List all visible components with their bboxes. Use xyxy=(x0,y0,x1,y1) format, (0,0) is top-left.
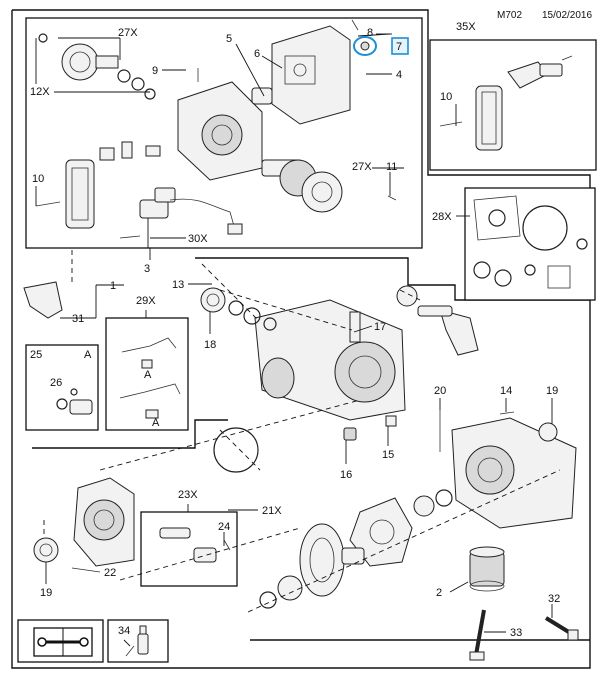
callout-23x: 23X xyxy=(178,489,198,501)
callout-7: 7 xyxy=(396,41,402,53)
bearings-18 xyxy=(200,287,277,331)
callout-21x: 21X xyxy=(262,505,282,517)
callout-9: 9 xyxy=(152,65,158,77)
callout-10-top: 10 xyxy=(32,173,44,185)
group-box-23x xyxy=(140,511,238,587)
flange-12x xyxy=(38,33,156,100)
callout-28x: 28X xyxy=(432,211,452,223)
callout-a-upper: A xyxy=(144,369,152,381)
callout-labels: 27X 8 5 6 9 12X 4 10 27X 11 30X 3 35X 10… xyxy=(30,21,560,639)
callout-6: 6 xyxy=(254,48,260,60)
callout-25: 25 xyxy=(30,349,42,361)
cover-10-left xyxy=(65,141,161,229)
callout-30x: 30X xyxy=(188,233,208,245)
bracket-31 xyxy=(23,281,63,319)
leader-lines xyxy=(35,33,553,647)
right-housing-14-19 xyxy=(439,410,577,529)
sensor-26 xyxy=(56,388,93,415)
valve-23x xyxy=(159,527,231,563)
left-cover-frame xyxy=(32,419,228,449)
callout-18: 18 xyxy=(204,339,216,351)
diagram-code: M702 xyxy=(497,10,522,21)
callout-35x: 35X xyxy=(456,21,476,33)
callout-27x-mid: 27X xyxy=(352,161,372,173)
callout-20: 20 xyxy=(434,385,446,397)
callout-14: 14 xyxy=(500,385,512,397)
group-box-35x xyxy=(429,39,597,171)
callout-26: 26 xyxy=(50,377,62,389)
callout-34: 34 xyxy=(118,625,130,637)
plug-15 xyxy=(385,415,397,427)
gasket-set-28x xyxy=(473,195,588,289)
callout-24: 24 xyxy=(218,521,230,533)
callout-16: 16 xyxy=(340,469,352,481)
group-box-25 xyxy=(25,344,99,431)
highlight-callout-box xyxy=(391,37,409,55)
plug-16 xyxy=(343,427,357,441)
cover-plate-8 xyxy=(271,25,351,125)
callout-33: 33 xyxy=(510,627,522,639)
callout-17: 17 xyxy=(374,321,386,333)
bolt-33 xyxy=(469,609,486,661)
callout-12x: 12X xyxy=(30,86,50,98)
callout-10-right: 10 xyxy=(440,91,452,103)
bolt-32 xyxy=(544,616,579,641)
main-frame-outline xyxy=(11,9,591,669)
callout-2: 2 xyxy=(436,587,442,599)
callout-29x: 29X xyxy=(136,295,156,307)
cover-35x xyxy=(439,55,573,151)
callout-15: 15 xyxy=(382,449,394,461)
differential-case xyxy=(259,489,453,609)
callout-11: 11 xyxy=(386,161,397,173)
callout-a-box: A xyxy=(84,349,92,361)
pinion-27x-mid xyxy=(261,159,343,213)
callout-32: 32 xyxy=(548,593,560,605)
callout-13: 13 xyxy=(172,279,184,291)
mount-2 xyxy=(469,546,505,592)
diagram-date: 15/02/2016 xyxy=(542,10,592,21)
callout-31: 31 xyxy=(72,313,84,325)
breather-29x xyxy=(119,337,181,419)
callout-5: 5 xyxy=(226,33,232,45)
callout-19-right: 19 xyxy=(546,385,558,397)
gasket-ring-21x xyxy=(213,427,259,473)
callout-8: 8 xyxy=(367,27,373,39)
pinion-gear-right xyxy=(396,285,479,356)
center-housing-13 xyxy=(254,299,406,421)
rear-cover-21x xyxy=(33,477,135,573)
part-7-highlighted xyxy=(353,36,377,56)
actuator-assembly xyxy=(139,187,243,235)
callout-a-lower: A xyxy=(152,417,160,429)
bolts-top xyxy=(35,19,397,239)
callout-1: 1 xyxy=(110,280,116,292)
callout-27x-top: 27X xyxy=(118,27,138,39)
housing-5-6 xyxy=(177,81,273,181)
callout-4: 4 xyxy=(396,69,402,81)
callout-22: 22 xyxy=(104,567,116,579)
callout-19-left: 19 xyxy=(40,587,52,599)
callout-3: 3 xyxy=(144,263,150,275)
wrench-book-icon xyxy=(33,627,93,657)
oil-bottle-icon xyxy=(125,625,149,657)
